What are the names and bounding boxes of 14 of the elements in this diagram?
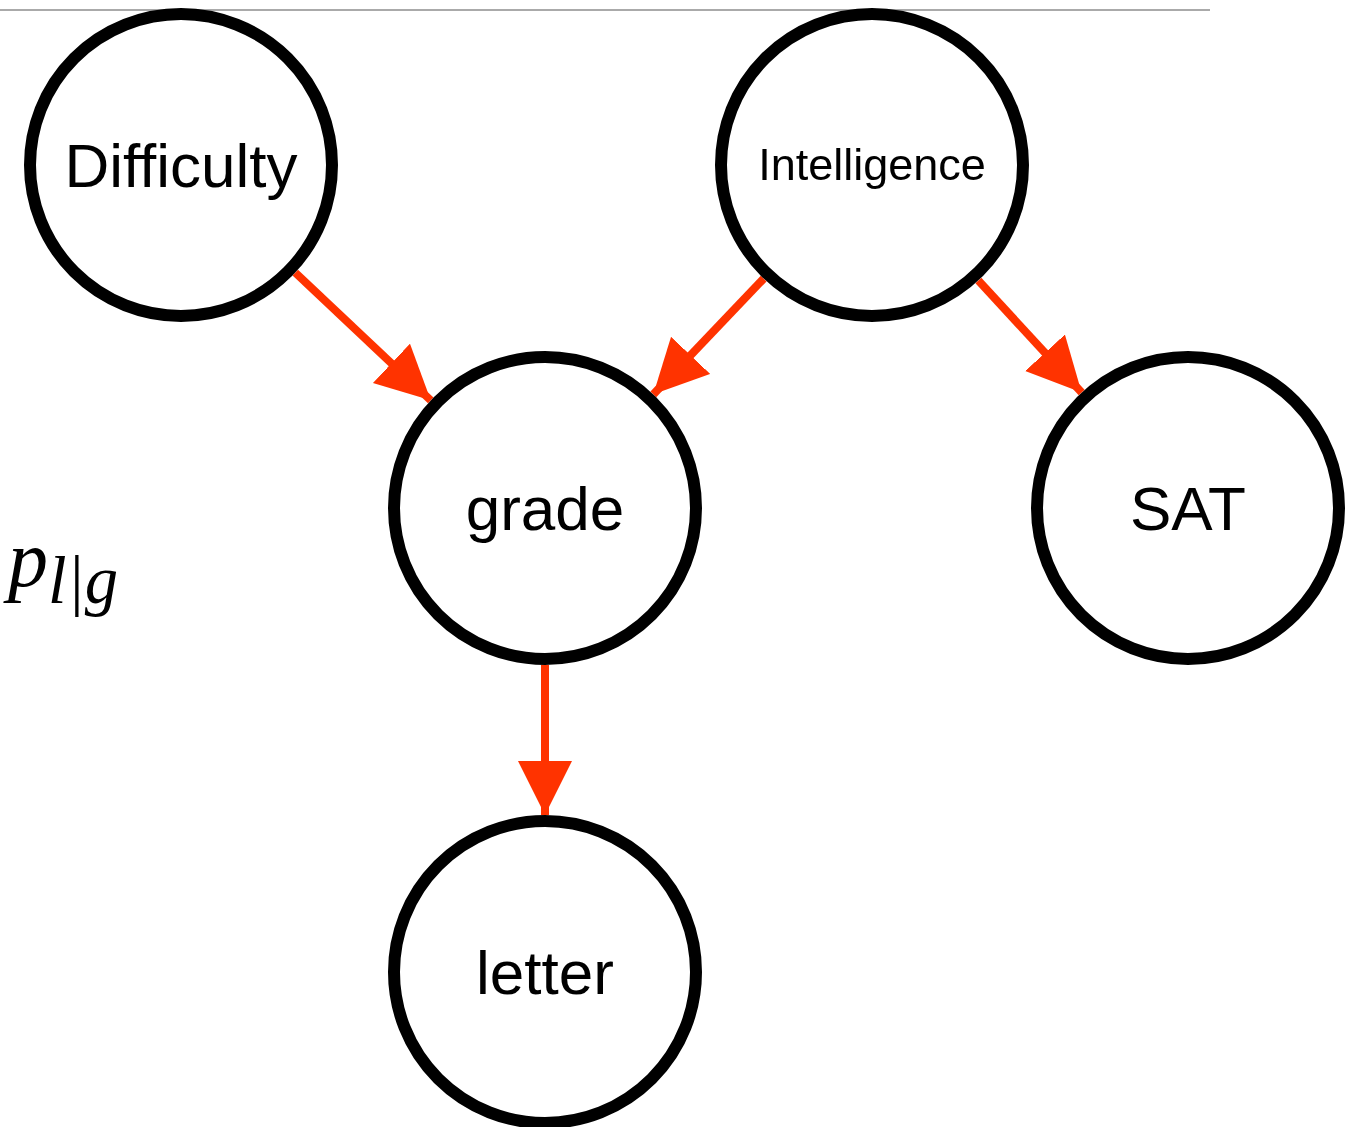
node-label: grade <box>465 472 625 544</box>
arrow <box>650 275 767 398</box>
math-formula: p$_{l|g}$ <box>0 505 133 637</box>
node-label: letter <box>476 936 614 1008</box>
node-circle <box>1031 351 1345 665</box>
arrow <box>292 269 434 404</box>
node-label: SAT <box>1130 472 1246 544</box>
node-label: Intelligence <box>758 139 986 191</box>
node-circle <box>388 815 702 1127</box>
node-circle <box>24 8 338 322</box>
node-circle <box>388 351 702 665</box>
node-circle <box>715 8 1029 322</box>
arrow <box>975 277 1085 396</box>
node-label: Difficulty <box>64 129 298 201</box>
